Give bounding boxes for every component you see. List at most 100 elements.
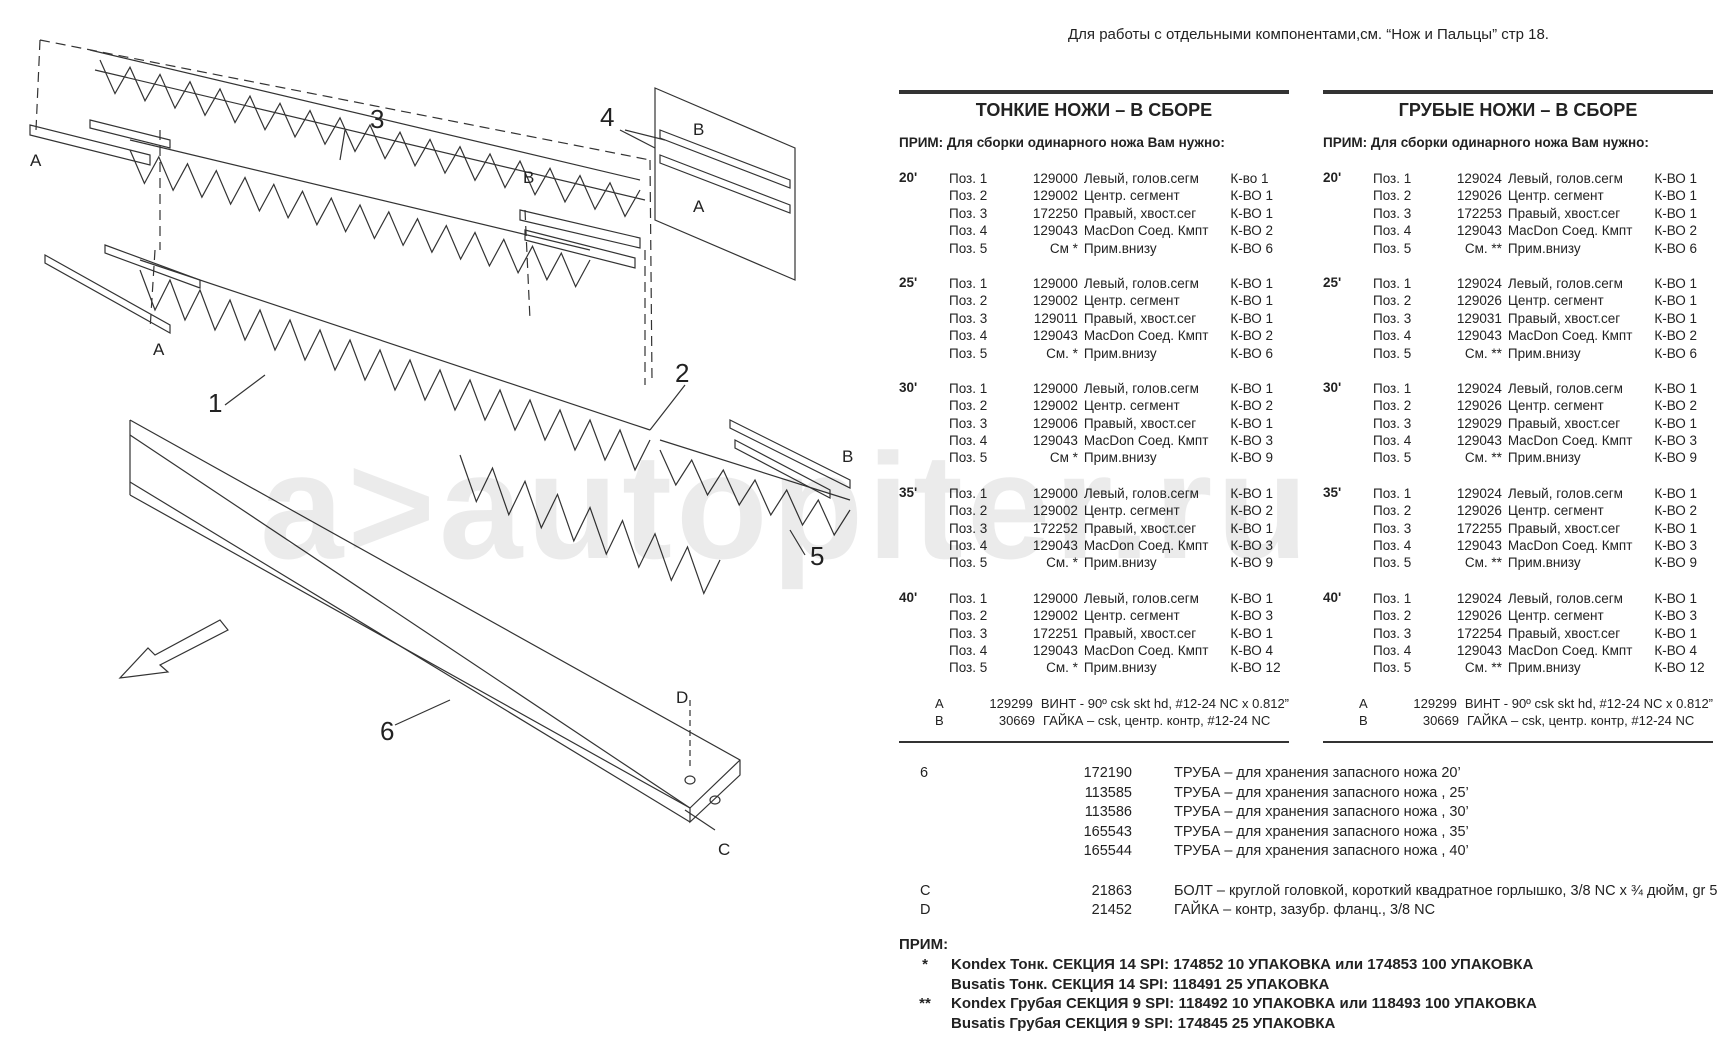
quantity: К-ВО 6 xyxy=(1654,345,1698,361)
knife-assembly-1 xyxy=(44,244,651,472)
item-id: D xyxy=(920,902,931,918)
part-number: См. ** xyxy=(1464,555,1502,571)
letter-a-mid: A xyxy=(153,340,165,359)
hardware-part-number: 129299 xyxy=(989,695,1033,711)
position-label: Поз. 5 xyxy=(949,450,988,466)
quantity: К-ВО 1 xyxy=(1654,171,1698,186)
knife-assembly-middle xyxy=(129,139,641,288)
part-number: 129026 xyxy=(1456,503,1502,519)
part-number: 165543 xyxy=(1083,823,1132,840)
part-description: Правый, хвост.сег xyxy=(1083,415,1197,431)
part-number: 129043 xyxy=(1032,538,1078,554)
fine-knives-panel: ТОНКИЕ НОЖИ – В СБОРЕ ПРИМ: Для сборки о… xyxy=(899,90,1289,743)
part-description: Центр. сегмент xyxy=(1507,503,1604,519)
position-label: Поз. 2 xyxy=(1373,503,1412,519)
quantity: К-ВО 2 xyxy=(1654,328,1698,344)
position-label: Поз. 3 xyxy=(1373,205,1412,221)
quantity: К-ВО 1 xyxy=(1654,520,1698,536)
part-description: MacDon Соед. Кмпт xyxy=(1507,642,1633,658)
position-label: Поз. 3 xyxy=(949,520,988,536)
spacer xyxy=(900,862,1717,882)
letter-d: D xyxy=(676,688,688,707)
position-label: Поз. 5 xyxy=(1373,240,1412,256)
callout-5: 5 xyxy=(810,541,824,571)
quantity: К-ВО 1 xyxy=(1230,415,1274,431)
part-description: Прим.внизу xyxy=(1507,240,1581,256)
panel-bottom-rule xyxy=(899,740,1289,743)
note-mark xyxy=(899,1014,951,1034)
part-number: 172254 xyxy=(1456,625,1502,641)
part-number: 129026 xyxy=(1456,398,1502,414)
note-mark: * xyxy=(922,956,928,973)
part-description: Прим.внизу xyxy=(1083,345,1157,361)
position-label: Поз. 2 xyxy=(1373,293,1412,309)
quantity: К-ВО 3 xyxy=(1654,608,1698,624)
quantity: К-ВО 9 xyxy=(1654,555,1698,571)
hardware-description: ГАЙКА – csk, центр. контр, #12-24 NC xyxy=(1043,712,1271,728)
group-size-label: 20' xyxy=(1323,170,1342,185)
part-description: Левый, голов.сегм xyxy=(1083,171,1199,186)
part-number: 129029 xyxy=(1456,415,1502,431)
part-description: Центр. сегмент xyxy=(1507,188,1604,204)
quantity: К-ВО 1 xyxy=(1654,380,1698,396)
position-label: Поз. 5 xyxy=(949,555,988,571)
letter-a-inset: A xyxy=(693,197,705,216)
parts-list-row: 113586 ТРУБА – для хранения запасного нож… xyxy=(900,803,1717,823)
part-description: Прим.внизу xyxy=(1507,660,1581,676)
hardware-letter: B xyxy=(935,712,944,728)
part-number: 129000 xyxy=(1032,171,1078,186)
part-description: ТРУБА – для хранения запасного ножа , 30… xyxy=(1174,804,1469,820)
quantity: К-ВО 1 xyxy=(1230,625,1274,641)
panel-note: ПРИМ: Для сборки одинарного ножа Вам нуж… xyxy=(899,135,1225,150)
header-note: Для работы с отдельными компонентами,см.… xyxy=(1068,26,1549,43)
part-number: 172252 xyxy=(1032,520,1078,536)
quantity: К-ВО 1 xyxy=(1230,310,1274,326)
quantity: К-ВО 1 xyxy=(1230,380,1274,396)
position-label: Поз. 3 xyxy=(1373,625,1412,641)
item-id xyxy=(900,784,990,804)
part-number: См. ** xyxy=(1464,345,1502,361)
quantity: К-ВО 3 xyxy=(1230,538,1274,554)
part-number: См. ** xyxy=(1464,240,1502,256)
item-id: C xyxy=(920,882,931,899)
position-label: Поз. 3 xyxy=(1373,415,1412,431)
quantity: К-ВО 1 xyxy=(1654,590,1698,606)
position-label: Поз. 4 xyxy=(949,433,988,449)
part-number: 129043 xyxy=(1032,223,1078,239)
position-label: Поз. 4 xyxy=(1373,223,1412,239)
panel-bottom-rule xyxy=(1323,740,1713,743)
quantity: К-ВО 6 xyxy=(1230,240,1274,256)
part-number: 113586 xyxy=(1084,804,1132,820)
part-number: 172250 xyxy=(1032,205,1078,221)
position-label: Поз. 2 xyxy=(1373,188,1412,204)
part-description: Прим.внизу xyxy=(1507,345,1581,361)
part-description: Правый, хвост.сег xyxy=(1507,415,1621,431)
quantity: К-ВО 1 xyxy=(1230,205,1274,221)
notes-title: ПРИМ: xyxy=(899,936,949,953)
hardware-description: ВИНТ - 90º csk skt hd, #12-24 NC x 0.812… xyxy=(1040,695,1289,711)
hardware-description: ВИНТ - 90º csk skt hd, #12-24 NC x 0.812… xyxy=(1464,695,1713,711)
part-description: Правый, хвост.сег xyxy=(1083,625,1197,641)
callout-2: 2 xyxy=(675,358,689,388)
position-label: Поз. 3 xyxy=(1373,520,1412,536)
part-description: MacDon Соед. Кмпт xyxy=(1507,223,1633,239)
position-label: Поз. 3 xyxy=(949,205,988,221)
knife-assembly-3 xyxy=(29,49,646,218)
